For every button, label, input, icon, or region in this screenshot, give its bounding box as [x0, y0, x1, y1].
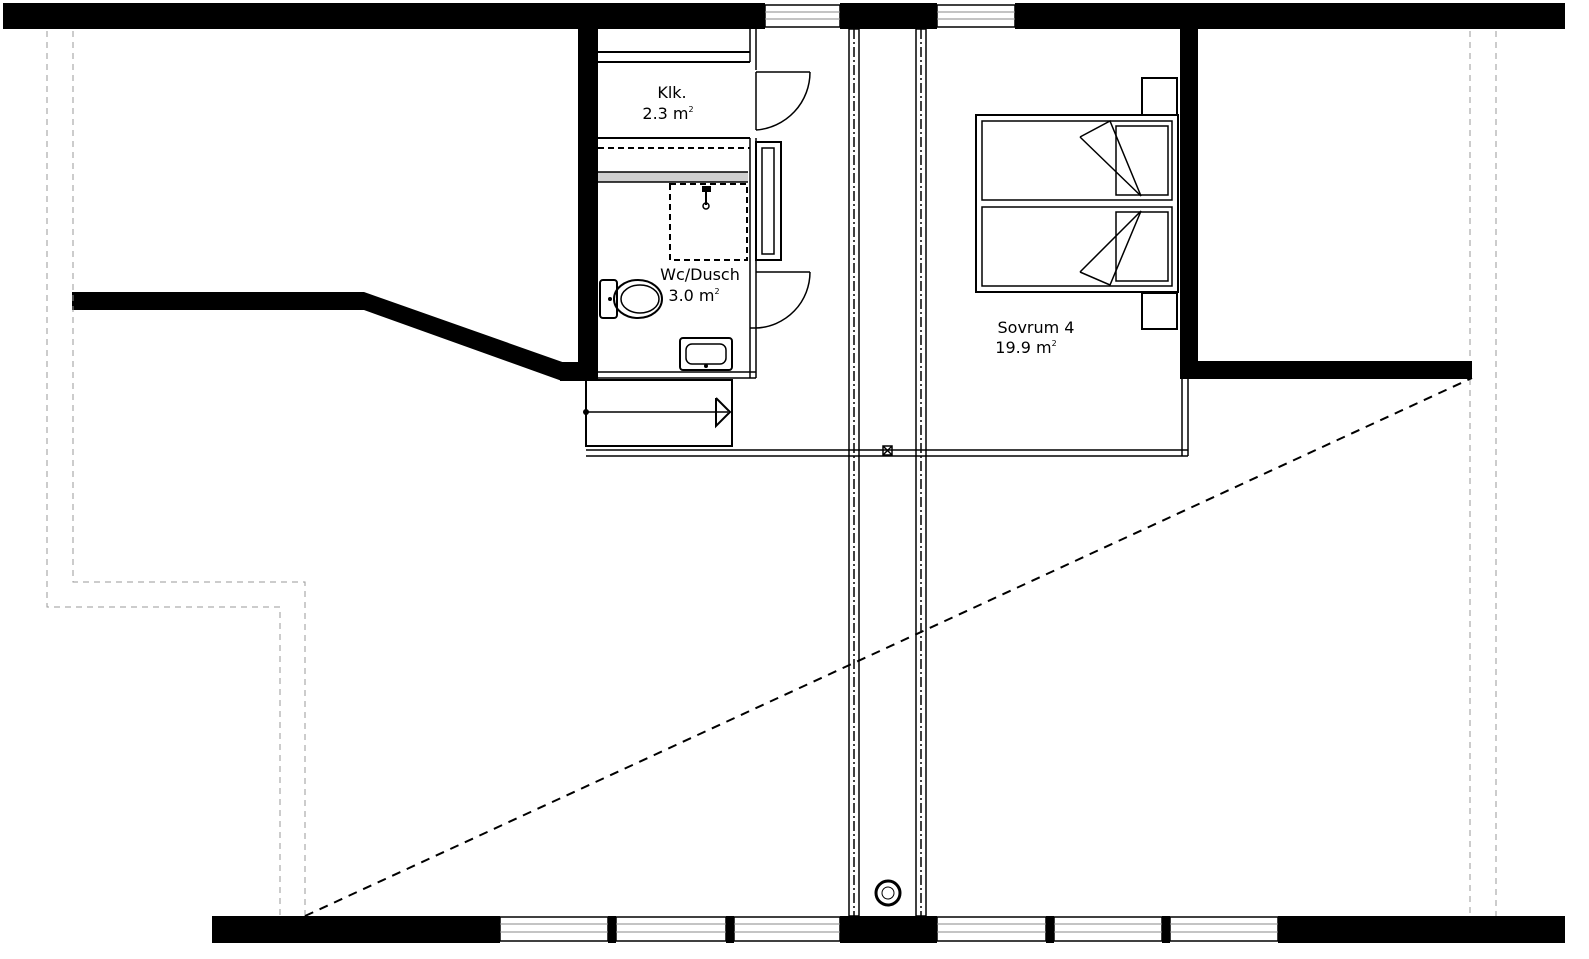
- windows: [499, 4, 1279, 943]
- room-area-wc-dusch: 3.0 m: [668, 286, 714, 305]
- knee-wall-outlines: [46, 31, 1497, 916]
- window-bottom-3: [733, 916, 841, 942]
- stair-arrow-icon: [715, 397, 732, 429]
- svg-text:3.0 m2: 3.0 m2: [668, 286, 719, 305]
- double-bed: [975, 114, 1179, 293]
- toilet-icon: [599, 279, 663, 319]
- window-bottom-2: [615, 916, 727, 942]
- post-icon: [882, 445, 893, 456]
- window-top-right: [936, 4, 1016, 28]
- svg-text:19.9 m2: 19.9 m2: [995, 338, 1056, 357]
- blanket-fold-2: [1079, 210, 1142, 286]
- room-name-klk: Klk.: [657, 83, 686, 102]
- pillow-2: [1115, 211, 1169, 282]
- nightstand-bottom: [1141, 292, 1178, 330]
- drain-icon: [874, 879, 902, 907]
- room-area-unit-sovrum4: 2: [1052, 339, 1057, 348]
- room-label-wc-dusch: Wc/Dusch 3.0 m2: [660, 265, 740, 305]
- window-top-left: [764, 4, 841, 28]
- room-name-wc-dusch: Wc/Dusch: [660, 265, 740, 284]
- bed-2: [981, 206, 1173, 287]
- room-area-klk: 2.3 m: [642, 104, 688, 123]
- room-area-unit-klk: 2: [689, 105, 694, 114]
- bathroom: [598, 138, 811, 379]
- exterior-walls: [3, 3, 1565, 943]
- railing: [586, 379, 1189, 457]
- closet: [598, 29, 811, 149]
- stair: [583, 379, 733, 447]
- window-bottom-4: [936, 916, 1047, 942]
- room-label-sovrum4: Sovrum 4 19.9 m2: [995, 318, 1074, 357]
- roof-slope-line: [304, 377, 1473, 917]
- svg-text:2.3 m2: 2.3 m2: [642, 104, 693, 123]
- room-area-sovrum4: 19.9 m: [995, 338, 1051, 357]
- window-bottom-6: [1169, 916, 1279, 942]
- pillow-1: [1115, 125, 1169, 196]
- bedroom-furniture: [975, 77, 1179, 330]
- roof-beams: [848, 28, 927, 917]
- room-label-klk: Klk. 2.3 m2: [642, 83, 693, 123]
- sink-icon: [679, 337, 733, 371]
- shower-head-icon: [702, 186, 711, 210]
- window-bottom-5: [1053, 916, 1163, 942]
- interior-walls: [72, 29, 1472, 381]
- window-bottom-1: [499, 916, 609, 942]
- room-name-sovrum4: Sovrum 4: [998, 318, 1075, 337]
- blanket-fold-1: [1079, 119, 1142, 197]
- nightstand-top: [1141, 77, 1178, 116]
- room-area-unit-wc-dusch: 2: [715, 287, 720, 296]
- bed-1: [981, 120, 1173, 201]
